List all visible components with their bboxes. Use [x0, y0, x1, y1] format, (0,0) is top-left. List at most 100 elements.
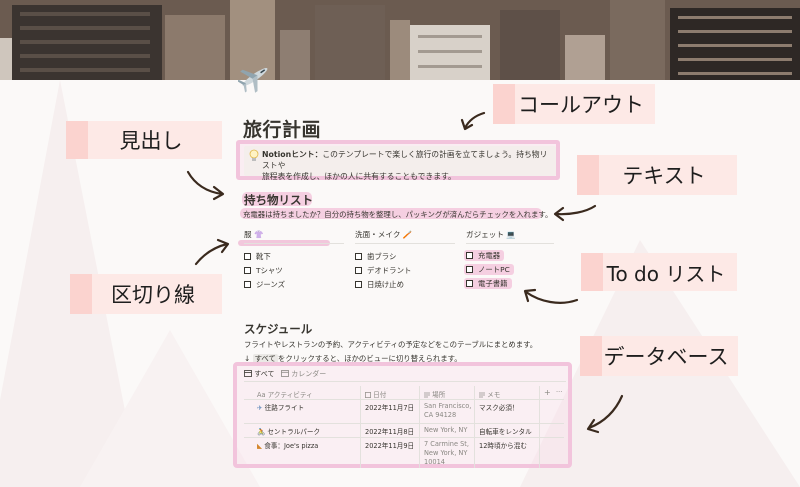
label-stripe	[577, 155, 599, 195]
todo-item[interactable]: 歯ブラシ	[355, 251, 396, 262]
column-header-activity[interactable]: Aa アクティビティ	[257, 391, 313, 399]
divider-line	[466, 243, 554, 244]
schedule-heading[interactable]: スケジュール	[244, 322, 313, 336]
header-label: メモ	[487, 391, 501, 399]
label-text: コールアウト	[518, 93, 644, 117]
tabs-divider	[244, 381, 566, 382]
text-highlight	[240, 208, 542, 219]
todo-item[interactable]: ノートPC	[464, 264, 514, 275]
label-stripe	[581, 253, 603, 291]
page-title[interactable]: 旅行計画	[243, 119, 322, 141]
todo-label: 電子書籍	[478, 279, 508, 288]
todo-item[interactable]: Tシャツ	[244, 265, 283, 276]
label-heading: 見出し	[66, 121, 222, 159]
table-row[interactable]: 🚴 セントラルパーク	[257, 426, 320, 436]
cell-date[interactable]: 2022年11月9日	[365, 442, 415, 450]
todo-label: ノートPC	[478, 265, 510, 274]
callout-text: Notionヒント：このテンプレートで楽しく旅行の計画を立てましょう。持ち物リス…	[262, 149, 552, 182]
cell-activity: 食事：Joe's pizza	[264, 442, 319, 450]
cell-place[interactable]: San Francisco,	[424, 402, 472, 410]
cell-date[interactable]: 2022年11月8日	[365, 428, 415, 436]
column-divider	[360, 386, 361, 468]
todo-label: 靴下	[256, 252, 271, 261]
todo-item[interactable]: 充電器	[464, 250, 505, 261]
add-column-button[interactable]: +	[544, 388, 551, 397]
column-title-toiletries[interactable]: 洗面・メイク 🪥	[355, 230, 413, 239]
cell-memo[interactable]: マスク必須！	[479, 404, 519, 412]
calendar-icon	[365, 392, 371, 398]
row-divider	[244, 399, 564, 400]
checkbox[interactable]	[355, 267, 362, 274]
checkbox[interactable]	[355, 281, 362, 288]
label-todo: To do リスト	[581, 253, 737, 291]
cell-place-line2: CA 94128	[424, 411, 457, 419]
label-stripe	[70, 274, 92, 314]
todo-item[interactable]: 日焼け止め	[355, 279, 404, 290]
database-highlight	[233, 362, 572, 468]
column-title-gadgets[interactable]: ガジェット 💻	[466, 230, 516, 239]
text-lines-icon	[424, 392, 430, 398]
airplane-icon: ✈	[257, 404, 263, 412]
label-text: データベース	[603, 345, 729, 369]
cell-place[interactable]: 7 Carmine St,	[424, 440, 469, 448]
hint-rest: をクリックすると、ほかのビューに切り替えられます。	[277, 354, 462, 363]
checkbox[interactable]	[355, 253, 362, 260]
cell-memo[interactable]: 12時頃から混む	[479, 442, 527, 450]
label-divider: 区切り線	[70, 274, 222, 314]
table-row[interactable]: ✈ 往路フライト	[257, 402, 304, 412]
packing-description[interactable]: 充電器は持ちましたか？自分の持ち物を整理し、パッキングが済んだらチェックを入れま…	[243, 210, 553, 219]
text-lines-icon	[479, 392, 485, 398]
cell-activity: セントラルパーク	[267, 428, 321, 436]
label-text: To do リスト	[606, 261, 726, 286]
label-stripe	[493, 84, 515, 124]
callout-line1: このテンプレートで楽しく旅行の計画を立てましょう。持ち物リストや	[262, 150, 548, 170]
label-text: テキスト	[622, 164, 706, 188]
callout-bold: Notionヒント：	[262, 150, 323, 159]
label-database: データベース	[580, 336, 738, 376]
checkbox[interactable]	[244, 267, 251, 274]
schedule-hint[interactable]: ↓ すべてをクリックすると、ほかのビューに切り替えられます。	[244, 353, 462, 364]
checkbox[interactable]	[466, 266, 473, 273]
todo-label: ジーンズ	[256, 280, 286, 289]
row-divider	[244, 437, 564, 438]
todo-item[interactable]: デオドラント	[355, 265, 411, 276]
checkbox[interactable]	[466, 252, 473, 259]
heading-highlight	[242, 192, 312, 206]
schedule-description[interactable]: フライトやレストランの予約、アクティビティの予定などをこのテーブルにまとめます。	[244, 340, 538, 349]
callout-block[interactable]: Notionヒント：このテンプレートで楽しく旅行の計画を立てましょう。持ち物リス…	[244, 146, 556, 181]
todo-label: 充電器	[478, 251, 501, 260]
checkbox[interactable]	[244, 281, 251, 288]
todo-label: 歯ブラシ	[367, 252, 397, 261]
cell-date[interactable]: 2022年11月7日	[365, 404, 415, 412]
todo-item[interactable]: 靴下	[244, 251, 271, 262]
table-icon	[244, 370, 252, 377]
todo-label: 日焼け止め	[367, 280, 404, 289]
checkbox[interactable]	[244, 253, 251, 260]
column-header-date[interactable]: 日付	[365, 389, 386, 399]
todo-item[interactable]: 電子書籍	[464, 278, 512, 289]
header-label: 場所	[432, 391, 446, 399]
lightbulb-icon	[249, 149, 259, 161]
pizza-icon: ◣	[257, 442, 263, 450]
tab-label: すべて	[254, 370, 275, 378]
row-divider	[244, 423, 564, 424]
column-header-memo[interactable]: メモ	[479, 389, 500, 399]
cell-place-line2: New York, NY	[424, 449, 468, 457]
column-header-place[interactable]: 場所	[424, 389, 445, 399]
column-title-clothes[interactable]: 服 👚	[244, 230, 264, 239]
checkbox[interactable]	[466, 280, 473, 287]
label-text-block: テキスト	[577, 155, 737, 195]
tab-calendar[interactable]: カレンダー	[281, 369, 326, 379]
divider-line	[355, 243, 455, 244]
page-icon-airplane[interactable]	[237, 60, 272, 101]
packing-heading[interactable]: 持ち物リスト	[244, 193, 313, 207]
todo-item[interactable]: ジーンズ	[244, 279, 285, 290]
table-row[interactable]: ◣ 食事：Joe's pizza	[257, 440, 318, 450]
column-divider	[539, 386, 540, 468]
cell-memo[interactable]: 自転車をレンタル	[479, 428, 532, 436]
cell-place[interactable]: New York, NY	[424, 426, 468, 434]
more-options-button[interactable]: ···	[556, 388, 563, 396]
label-stripe	[580, 336, 602, 376]
todo-label: Tシャツ	[256, 266, 283, 275]
person-cycling-icon: 🚴	[257, 428, 266, 436]
